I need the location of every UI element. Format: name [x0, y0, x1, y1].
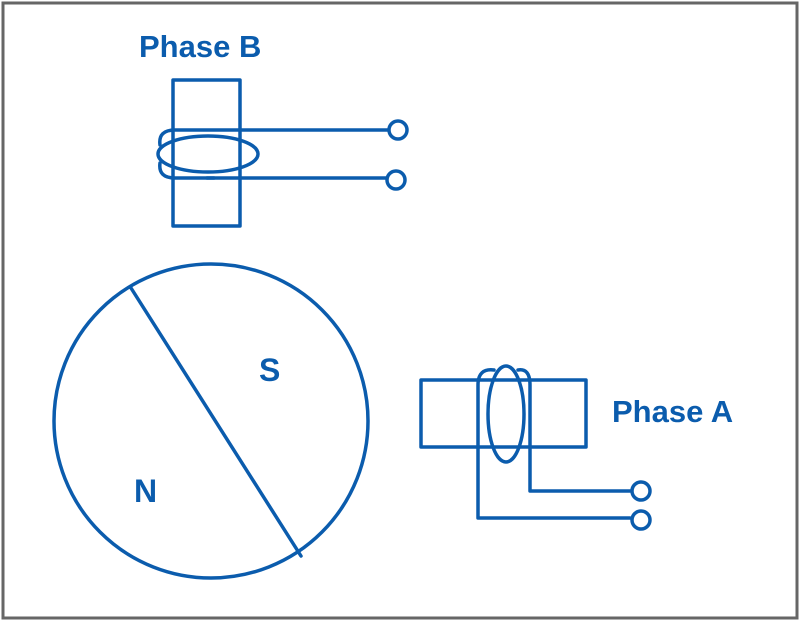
phase-a-winding	[419, 364, 652, 531]
phase-b-label: Phase B	[139, 29, 261, 64]
phase-b-core	[171, 78, 242, 228]
phase-a-terminal-2[interactable]	[630, 509, 652, 531]
phase-b-terminal-1[interactable]	[387, 119, 409, 141]
phase-b-terminal-2[interactable]	[385, 169, 407, 191]
rotor	[52, 262, 370, 580]
phase-b-winding	[156, 78, 409, 228]
rotor-north-label: N	[134, 473, 157, 509]
phase-b-lead-bottom	[158, 161, 388, 180]
phase-a-core	[419, 378, 588, 449]
phase-b-lead-top	[158, 128, 390, 147]
phase-a-lead-left	[476, 368, 632, 520]
phase-b-coil-loop	[156, 134, 260, 174]
rotor-circle	[52, 262, 370, 580]
phase-a-terminal-1[interactable]	[630, 480, 652, 502]
phase-a-label: Phase A	[612, 394, 733, 429]
rotor-pole-divider	[129, 286, 303, 558]
phase-a-lead-right	[516, 368, 632, 493]
rotor-south-label: S	[259, 352, 280, 388]
phase-a-coil-loop	[486, 364, 526, 464]
